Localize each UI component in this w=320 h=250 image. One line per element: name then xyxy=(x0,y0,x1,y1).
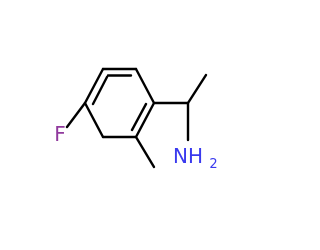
fluorine-bond xyxy=(65,101,87,129)
ring-bond-lower-right-inner xyxy=(130,102,148,132)
amine-label: NH 2 xyxy=(173,144,218,172)
ring-bond-lower-right xyxy=(134,101,156,139)
amine-label-main: NH xyxy=(173,144,203,168)
methyl-bond xyxy=(134,135,156,169)
amine-label-subscript: 2 xyxy=(209,157,217,172)
ring-bond-upper-left xyxy=(83,67,105,105)
ring-bond-upper-right xyxy=(134,67,156,105)
fluorine-label: F xyxy=(54,122,66,146)
ring-bond-lower-left xyxy=(83,101,105,139)
structure-diagram: F NH 2 xyxy=(54,67,218,172)
atom-labels: F NH 2 xyxy=(54,122,217,172)
terminal-methyl-bond xyxy=(186,73,208,105)
ring-bond-upper-left-inner xyxy=(91,75,109,106)
bonds xyxy=(65,67,208,169)
